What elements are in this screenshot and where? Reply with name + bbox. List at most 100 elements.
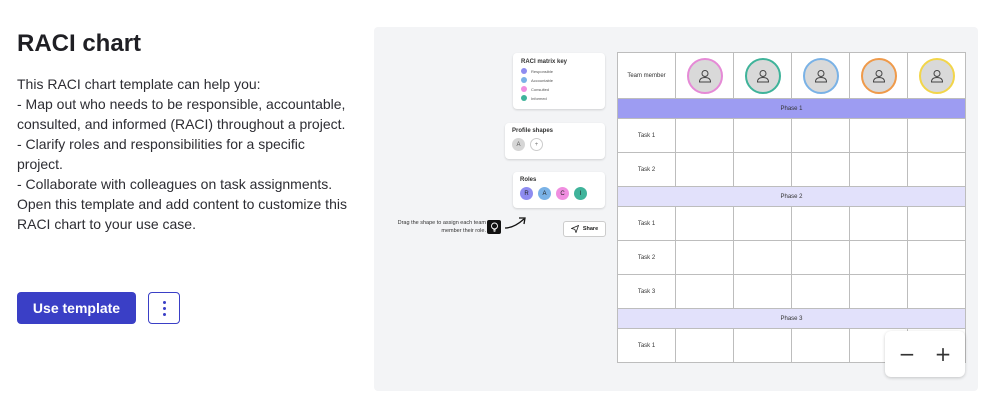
raci-key-item: Accountable	[521, 77, 597, 83]
role-shape[interactable]: I	[574, 187, 587, 200]
zoom-out-button[interactable]: −	[898, 342, 916, 366]
table-row: Task 1	[617, 118, 966, 153]
template-title: RACI chart	[17, 30, 142, 57]
task-label: Task 3	[617, 274, 676, 309]
template-description: This RACI chart template can help you: -…	[17, 74, 347, 234]
assignment-cell[interactable]	[675, 328, 734, 363]
assignment-cell[interactable]	[733, 328, 792, 363]
assignment-cell[interactable]	[675, 206, 734, 241]
share-button[interactable]: Share	[563, 221, 606, 237]
assignment-cell[interactable]	[849, 118, 908, 153]
assignment-cell[interactable]	[907, 118, 966, 153]
avatar[interactable]	[918, 57, 955, 94]
key-label: Accountable	[531, 77, 554, 83]
assignment-cell[interactable]	[791, 152, 850, 187]
lightbulb-icon	[487, 220, 501, 234]
user-icon	[872, 69, 885, 82]
key-color-dot	[521, 68, 527, 74]
key-label: Informed	[531, 95, 547, 101]
team-member-header: Team member	[617, 52, 676, 99]
use-template-button[interactable]: Use template	[17, 292, 136, 324]
zoom-controls: − +	[885, 331, 965, 377]
avatar[interactable]	[686, 57, 723, 94]
description-line: - Clarify roles and responsibilities for…	[17, 136, 305, 172]
assignment-cell[interactable]	[907, 274, 966, 309]
roles-title: Roles	[520, 177, 537, 183]
assignment-cell[interactable]	[733, 274, 792, 309]
task-label: Task 1	[617, 328, 676, 363]
user-icon	[930, 69, 943, 82]
key-label: Responsible	[531, 68, 554, 74]
key-label: Consulted	[531, 86, 550, 92]
assignment-cell[interactable]	[791, 240, 850, 275]
key-color-dot	[521, 86, 527, 92]
description-line: - Map out who needs to be responsible, a…	[17, 96, 346, 132]
user-icon	[814, 69, 827, 82]
raci-key-item: Responsible	[521, 68, 597, 74]
share-label: Share	[582, 226, 599, 232]
more-options-button[interactable]	[148, 292, 180, 324]
send-icon	[570, 225, 579, 233]
avatar[interactable]	[802, 57, 839, 94]
raci-key-item: Informed	[521, 95, 597, 101]
description-line: Open this template and add content to cu…	[17, 196, 347, 232]
table-row: Task 1	[617, 328, 966, 363]
assignment-cell[interactable]	[791, 206, 850, 241]
avatar[interactable]	[744, 57, 781, 94]
profile-shapes-card: Profile shapes A +	[505, 123, 605, 159]
zoom-in-button[interactable]: +	[934, 342, 952, 366]
assignment-cell[interactable]	[849, 206, 908, 241]
table-row: Task 1	[617, 206, 966, 241]
assignment-cell[interactable]	[791, 118, 850, 153]
description-line: - Collaborate with colleagues on task as…	[17, 176, 333, 192]
profile-avatar-shape[interactable]: A	[512, 138, 525, 151]
assignment-cell[interactable]	[791, 274, 850, 309]
role-shape[interactable]: C	[556, 187, 569, 200]
template-actions: Use template	[17, 292, 180, 324]
assignment-cell[interactable]	[733, 118, 792, 153]
assignment-cell[interactable]	[733, 240, 792, 275]
assignment-cell[interactable]	[675, 152, 734, 187]
table-row: Task 2	[617, 240, 966, 275]
template-info: RACI chart This RACI chart template can …	[17, 28, 347, 234]
key-color-dot	[521, 95, 527, 101]
role-shape[interactable]: A	[538, 187, 551, 200]
assignment-cell[interactable]	[907, 240, 966, 275]
task-label: Task 1	[617, 206, 676, 241]
user-icon	[698, 69, 711, 82]
add-shape-icon[interactable]: +	[530, 138, 543, 151]
assignment-cell[interactable]	[907, 152, 966, 187]
phase-header: Phase 3	[617, 308, 966, 329]
role-shape[interactable]: R	[520, 187, 533, 200]
assignment-cell[interactable]	[849, 152, 908, 187]
table-row: Task 2	[617, 152, 966, 187]
user-icon	[756, 69, 769, 82]
phase-header: Phase 2	[617, 186, 966, 207]
assignment-cell[interactable]	[675, 240, 734, 275]
assignment-cell[interactable]	[791, 328, 850, 363]
table-row: Task 3	[617, 274, 966, 309]
raci-key-item: Consulted	[521, 86, 597, 92]
assignment-cell[interactable]	[675, 274, 734, 309]
key-color-dot	[521, 77, 527, 83]
description-line: This RACI chart template can help you:	[17, 76, 261, 92]
assignment-cell[interactable]	[907, 206, 966, 241]
task-label: Task 1	[617, 118, 676, 153]
avatar[interactable]	[860, 57, 897, 94]
profile-shapes-title: Profile shapes	[512, 128, 554, 134]
assignment-cell[interactable]	[849, 274, 908, 309]
assignment-cell[interactable]	[733, 152, 792, 187]
phase-header: Phase 1	[617, 98, 966, 119]
task-label: Task 2	[617, 240, 676, 275]
assignment-cell[interactable]	[849, 240, 908, 275]
assignment-cell[interactable]	[675, 118, 734, 153]
drag-hint: Drag the shape to assign each team membe…	[397, 220, 486, 234]
assignment-cell[interactable]	[733, 206, 792, 241]
raci-key-title: RACI matrix key	[521, 59, 568, 65]
